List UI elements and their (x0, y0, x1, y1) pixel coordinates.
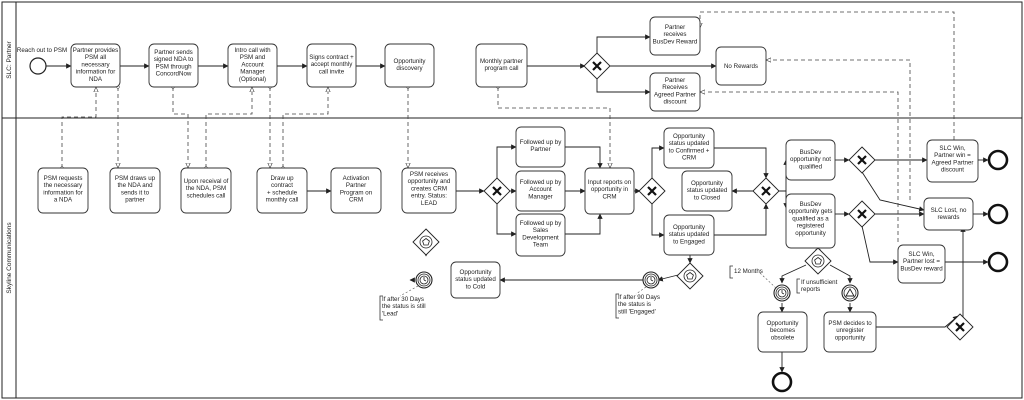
signal-event-icon (841, 284, 859, 302)
start-event: Reach out to PSM (17, 47, 67, 75)
gateways (412, 52, 974, 341)
pool-partner-label: SLC: Partner (6, 40, 13, 78)
event-gateway-registered (804, 247, 832, 275)
end-events (771, 149, 1009, 393)
end-event-win (987, 149, 1009, 171)
event-gateway-engaged (676, 262, 704, 290)
gateway-status-split (638, 177, 666, 205)
gateway-qualified (848, 200, 876, 228)
timer-90-days-icon (642, 271, 660, 289)
gateway-partner-rewards (583, 52, 611, 80)
timer-12-months-icon (773, 284, 791, 302)
end-event-lost (987, 203, 1009, 225)
annotation-text: 12 Months (734, 268, 763, 275)
timer-30-days-icon (415, 271, 433, 289)
gateway-followup-split (483, 177, 511, 205)
task-no-rewards: No Rewards (715, 46, 767, 86)
annotation-12-months: 12 Months (729, 265, 777, 289)
task-slc-win-busdev: SLC Win,Partner lost =BusDev reward (897, 244, 946, 284)
end-event-win2 (987, 251, 1009, 273)
gateway-status-join (752, 177, 780, 205)
task-label: No Rewards (724, 63, 758, 70)
event-gateway-lead (412, 228, 440, 256)
end-event-obsolete (771, 371, 793, 393)
intermediate-events (415, 271, 859, 302)
pool-skyline-label: Skyline Communications (6, 222, 13, 294)
message-flows (62, 11, 955, 242)
start-event-label: Reach out to PSM (17, 47, 67, 54)
gateway-obsolete-join (946, 313, 974, 341)
gateway-not-qualified (848, 146, 876, 174)
task-label: SLC Win,Partner lost =BusDev reward (900, 251, 943, 272)
